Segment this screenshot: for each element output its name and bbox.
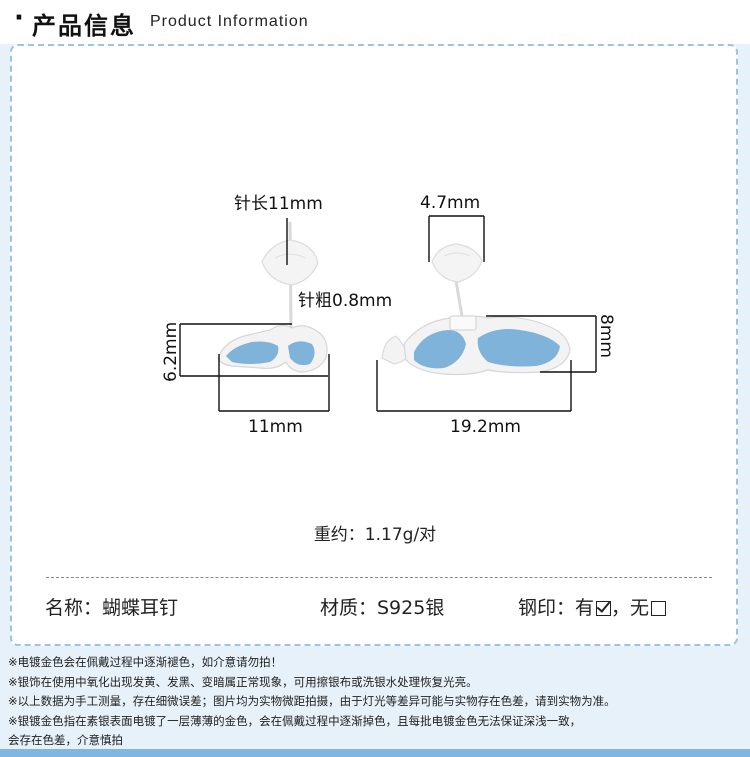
pin-length-label: 针长11mm bbox=[234, 194, 323, 214]
left-width-label: 11mm bbox=[248, 417, 303, 437]
stamp-separator: ， bbox=[611, 597, 631, 619]
stamp-yes-label: 有 bbox=[575, 597, 595, 619]
note-line: 会存在色差，介意慎拍 bbox=[8, 733, 123, 747]
left-earring-image bbox=[217, 221, 328, 373]
pin-thickness-label: 针粗0.8mm bbox=[298, 291, 392, 311]
spec-material: 材质：S925银 bbox=[320, 597, 445, 619]
right-height-label: 8mm bbox=[596, 314, 616, 358]
notes-section: ※电镀金色会在佩戴过程中逐渐褪色，如介意请勿拍！ ※银饰在使用中氧化出现发黄、发… bbox=[8, 653, 748, 751]
note-line: ※银饰在使用中氧化出现发黄、发黑、变暗属正常现象，可用擦银布或洗银水处理恢复光亮… bbox=[8, 674, 478, 689]
stamp-label: 钢印： bbox=[518, 597, 576, 619]
header-title-cn: 产品信息 bbox=[32, 12, 136, 40]
note-line: ※电镀金色会在佩戴过程中逐渐褪色，如介意请勿拍！ bbox=[8, 655, 283, 669]
note-line: ※银镀金色指在素银表面电镀了一层薄薄的金色，会在佩戴过程中逐渐掉色，且每批电镀金… bbox=[8, 713, 582, 728]
spec-stamp: 钢印：有 ，无 bbox=[518, 593, 667, 620]
header-bullet: · bbox=[14, 3, 24, 33]
right-top-label: 4.7mm bbox=[420, 193, 480, 213]
bottom-accent-bar bbox=[0, 749, 750, 757]
dimension-drawing: 针长11mm 针粗0.8mm 6.2mm 11mm 4.7mm 8mm 19.2… bbox=[161, 193, 616, 437]
section-header: · 产品信息 Product Information bbox=[0, 0, 750, 44]
note-line: ※以上数据为手工测量，存在细微误差；图片均为实物微距拍摄，由于灯光等差异可能与实… bbox=[8, 694, 616, 708]
stamp-no-checkbox bbox=[651, 601, 667, 616]
stamp-no-label: 无 bbox=[630, 597, 650, 619]
stamp-yes-checkbox bbox=[596, 601, 612, 616]
header-title-en: Product Information bbox=[150, 13, 309, 30]
left-height-label: 6.2mm bbox=[161, 322, 181, 382]
right-width-label: 19.2mm bbox=[450, 417, 521, 437]
product-panel bbox=[10, 44, 738, 646]
spec-name: 名称：蝴蝶耳钉 bbox=[45, 597, 179, 619]
spec-divider bbox=[46, 577, 712, 578]
right-earring-image bbox=[381, 243, 571, 376]
weight-label: 重约：1.17g/对 bbox=[313, 525, 437, 545]
